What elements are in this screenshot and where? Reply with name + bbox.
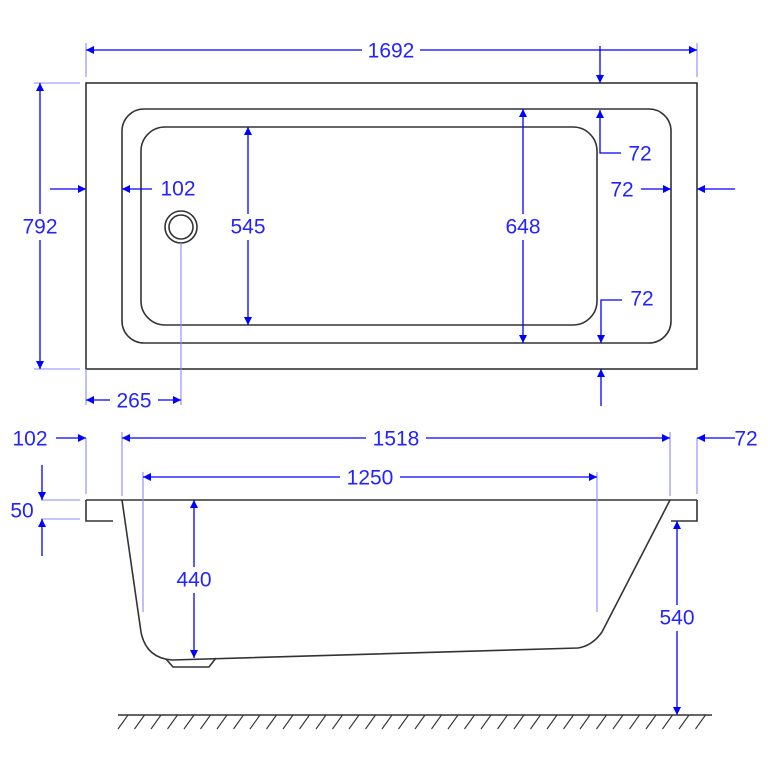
hatch-line bbox=[414, 714, 426, 730]
hatch-line bbox=[381, 714, 393, 730]
hatch-line bbox=[431, 714, 442, 730]
drain-foot bbox=[165, 657, 217, 668]
label-inner-length-top: 1518 bbox=[373, 428, 420, 451]
basin-outline bbox=[140, 126, 598, 326]
hatch-line bbox=[563, 714, 574, 730]
label-overall-length: 1692 bbox=[368, 40, 415, 63]
hatch-line bbox=[645, 714, 657, 730]
label-left-rim: 102 bbox=[160, 178, 195, 201]
hatch-line bbox=[134, 714, 145, 730]
hatch-line bbox=[266, 714, 277, 730]
hatch-line bbox=[596, 714, 607, 730]
tub-outer-outline bbox=[85, 82, 698, 370]
right-lip bbox=[671, 500, 698, 522]
hatch-line bbox=[233, 714, 244, 730]
tub-profile bbox=[121, 499, 671, 661]
hatch-line bbox=[315, 714, 327, 730]
label-inner-width: 648 bbox=[505, 216, 540, 239]
drain-outer-icon bbox=[164, 210, 198, 244]
hatch-line bbox=[216, 714, 228, 730]
hatch-line bbox=[480, 714, 492, 730]
hatch-line bbox=[612, 714, 624, 730]
hatch-line bbox=[398, 714, 409, 730]
label-drain-offset: 265 bbox=[116, 390, 151, 413]
label-basin-width: 545 bbox=[230, 216, 265, 239]
label-basin-length: 1250 bbox=[347, 467, 394, 490]
hatch-line bbox=[464, 714, 475, 730]
hatch-line bbox=[546, 714, 558, 730]
label-side-left-rim: 102 bbox=[12, 428, 47, 451]
floor-hatching bbox=[117, 714, 706, 730]
label-top-rim: 72 bbox=[628, 143, 651, 166]
hatch-line bbox=[662, 714, 673, 730]
hatch-line bbox=[513, 714, 525, 730]
label-right-rim: 72 bbox=[610, 179, 633, 202]
hatch-line bbox=[348, 714, 360, 730]
hatch-line bbox=[530, 714, 541, 730]
hatch-line bbox=[183, 714, 195, 730]
drain-inner-icon bbox=[168, 214, 194, 240]
hatch-line bbox=[167, 714, 178, 730]
hatch-line bbox=[497, 714, 508, 730]
hatch-line bbox=[447, 714, 459, 730]
side-view: 1518 1250 102 72 50 440 540 bbox=[10, 426, 758, 730]
hatch-line bbox=[200, 714, 211, 730]
label-height: 540 bbox=[659, 607, 694, 630]
label-overall-width: 792 bbox=[22, 216, 57, 239]
hatch-line bbox=[332, 714, 343, 730]
hatch-line bbox=[249, 714, 261, 730]
hatch-line bbox=[150, 714, 162, 730]
hatch-line bbox=[299, 714, 310, 730]
hatch-line bbox=[579, 714, 591, 730]
label-bottom-rim: 72 bbox=[630, 288, 653, 311]
hatch-line bbox=[117, 714, 129, 730]
tub-rim-inner-outline bbox=[121, 108, 672, 344]
left-lip bbox=[85, 500, 113, 522]
label-rim-thickness: 50 bbox=[10, 500, 33, 523]
hatch-line bbox=[365, 714, 376, 730]
hatch-line bbox=[629, 714, 640, 730]
top-view: 1692 792 102 545 648 72 72 72 bbox=[18, 38, 735, 414]
hatch-line bbox=[695, 714, 706, 730]
label-depth: 440 bbox=[176, 569, 211, 592]
label-side-right-rim: 72 bbox=[734, 428, 757, 451]
hatch-line bbox=[678, 714, 690, 730]
hatch-line bbox=[282, 714, 294, 730]
